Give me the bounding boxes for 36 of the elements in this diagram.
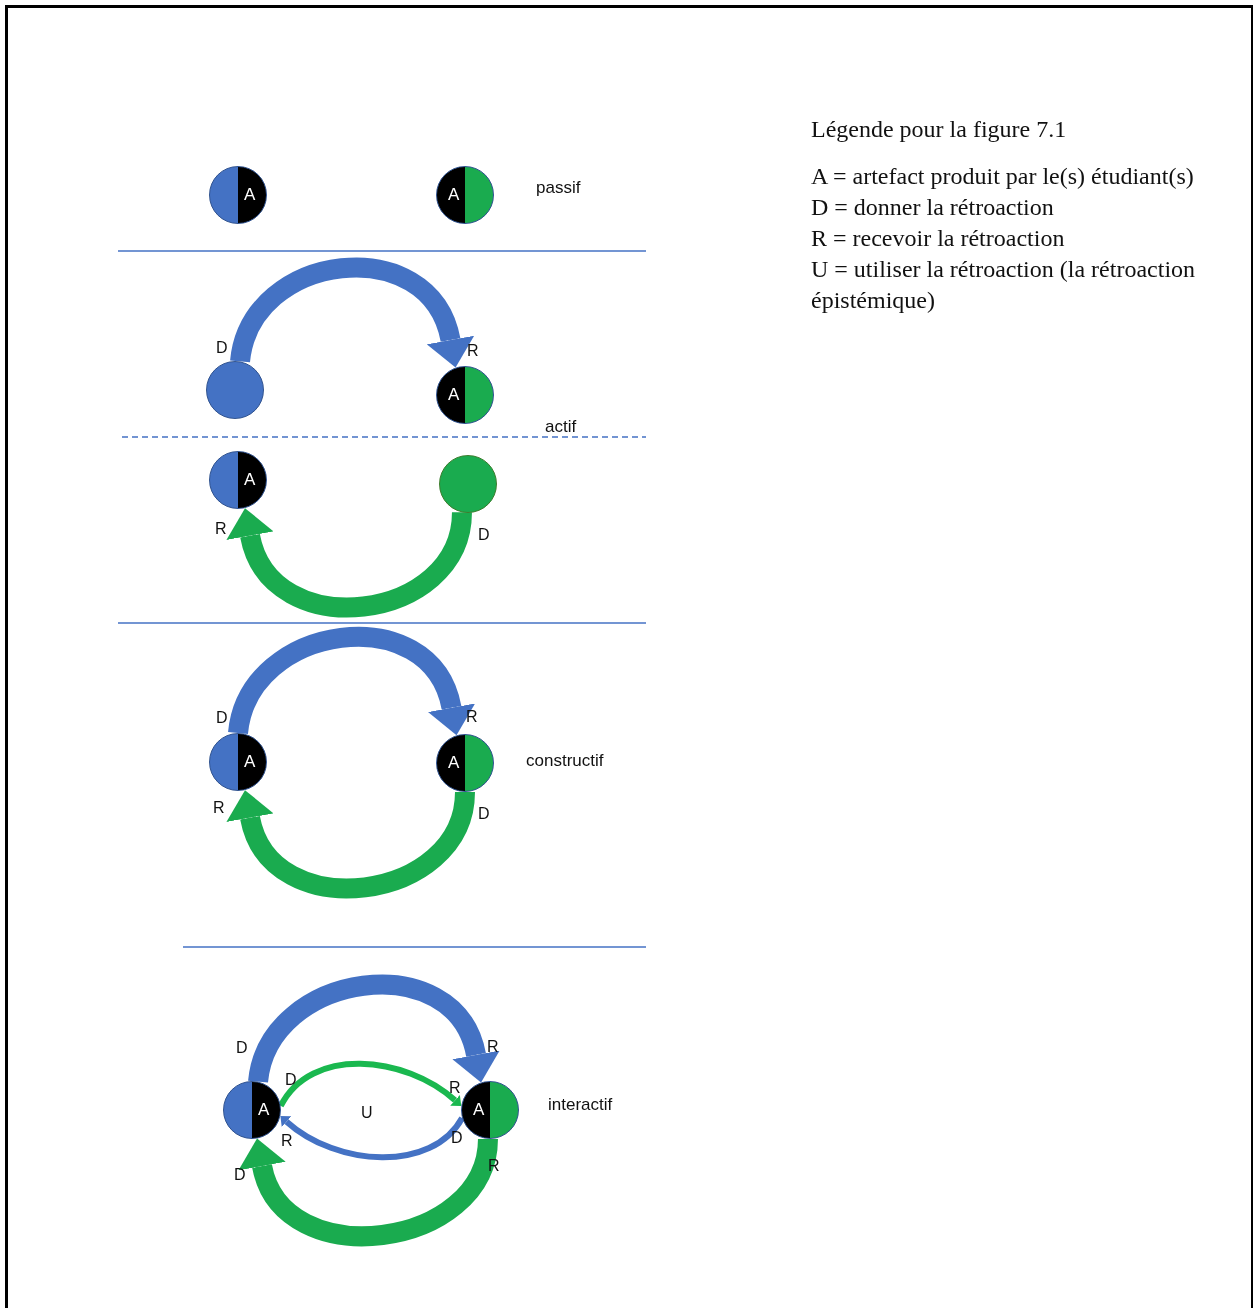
end-label: D bbox=[285, 1071, 297, 1089]
end-label: D bbox=[451, 1129, 463, 1147]
section-label: actif bbox=[545, 417, 577, 437]
end-label: R bbox=[215, 520, 227, 538]
curved-arrow bbox=[280, 1115, 465, 1161]
end-label: R bbox=[487, 1038, 499, 1056]
node-letter: A bbox=[258, 1100, 270, 1120]
end-label: R bbox=[466, 708, 478, 726]
end-label: D bbox=[216, 709, 228, 727]
end-label: U bbox=[361, 1104, 373, 1122]
node-letter: A bbox=[244, 470, 256, 490]
end-label: D bbox=[478, 526, 490, 544]
curved-arrow bbox=[278, 1060, 462, 1108]
legend-text: R = recevoir la rétroaction bbox=[811, 224, 1066, 253]
end-label: D bbox=[478, 805, 490, 823]
legend-text: U = utiliser la rétroaction (la rétroaction épistémique) bbox=[811, 255, 1197, 315]
section-label: constructif bbox=[526, 751, 604, 771]
end-label: D bbox=[234, 1166, 246, 1184]
end-label: R bbox=[281, 1132, 293, 1150]
node-letter: A bbox=[473, 1100, 485, 1120]
end-label: R bbox=[449, 1079, 461, 1097]
section-label: passif bbox=[536, 178, 581, 198]
end-label: R bbox=[467, 342, 479, 360]
end-label: D bbox=[216, 339, 228, 357]
node-letter: A bbox=[244, 752, 256, 772]
end-label: R bbox=[488, 1157, 500, 1175]
node-letter: A bbox=[448, 385, 460, 405]
section-label: interactif bbox=[548, 1095, 613, 1115]
node-letter: A bbox=[448, 753, 460, 773]
legend-heading: Légende pour la figure 7.1 bbox=[811, 115, 1067, 144]
node-letter: A bbox=[244, 185, 256, 205]
end-label: D bbox=[236, 1039, 248, 1057]
legend-text: D = donner la rétroaction bbox=[811, 193, 1055, 222]
legend-text: A = artefact produit par le(s) étudiant(s) bbox=[811, 162, 1195, 191]
node-letter: A bbox=[448, 185, 460, 205]
end-label: R bbox=[213, 799, 225, 817]
